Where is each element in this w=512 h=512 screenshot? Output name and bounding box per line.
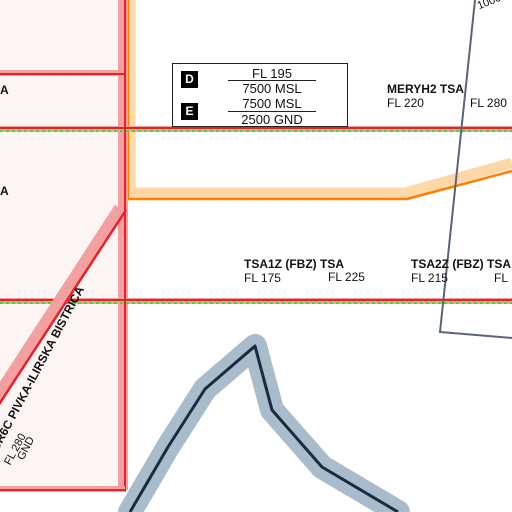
airspace-class-box[interactable]: D FL 195 7500 MSL E 7500 MSL 2500 GND	[172, 63, 348, 127]
tsa2z-upper: FL	[494, 271, 509, 285]
class-e-upper-limit: 7500 MSL	[242, 96, 302, 111]
contour-line	[438, 0, 512, 339]
tsa1z-name[interactable]: TSA1Z (FBZ) TSA	[244, 257, 344, 271]
meryh2-tsa-upper: FL 280	[470, 96, 507, 110]
tsa2z-lower: FL 215	[411, 271, 448, 285]
class-e-badge: E	[181, 103, 198, 120]
border-line	[128, 344, 399, 512]
pivka-zone-diagonal-halo	[0, 204, 126, 404]
restricted-zone-fill	[0, 0, 125, 492]
tsa1z-lower: FL 175	[244, 271, 281, 285]
tsa2z-name[interactable]: TSA2Z (FBZ) TSA	[411, 257, 511, 271]
tsa1z-upper: FL 225	[328, 270, 365, 284]
orange-boundary-halo	[124, 0, 512, 199]
class-e-limit-divider	[228, 111, 316, 112]
class-e-lower-limit: 2500 GND	[241, 112, 303, 127]
pivka-zone-diagonal	[0, 209, 128, 406]
meryh2-tsa-name[interactable]: MERYH2 TSA	[387, 82, 464, 96]
left-zone-label-upper[interactable]: A	[0, 83, 9, 97]
class-d-lower-limit: 7500 MSL	[242, 81, 302, 96]
meryh2-tsa-lower: FL 220	[387, 96, 424, 110]
class-d-upper-limit: FL 195	[252, 66, 292, 81]
left-zone-label-lower[interactable]: A	[0, 184, 9, 198]
class-d-limit-divider	[228, 80, 316, 81]
class-d-badge: D	[181, 71, 198, 88]
